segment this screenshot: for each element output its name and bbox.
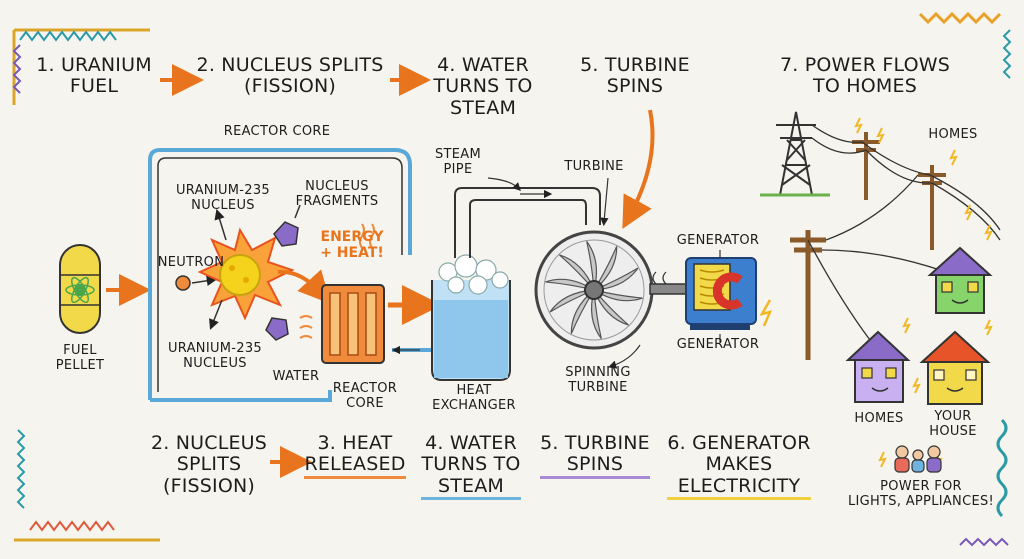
- house-icon: [845, 330, 911, 403]
- nucleus-fragment-icon: [273, 221, 299, 247]
- reactor-fuel-rods: [321, 284, 385, 364]
- energy-heat-label: ENERGY + HEAT!: [320, 229, 384, 261]
- nucleus-fragments-label: NUCLEUS FRAGMENTS: [295, 179, 379, 209]
- reactor-core-label: REACTOR CORE: [332, 381, 398, 411]
- step-label-power-flows: 7. POWER FLOWS TO HOMES: [779, 54, 951, 98]
- turbine-icon: [534, 230, 654, 350]
- homes-label: HOMES: [854, 411, 904, 426]
- bottom-step-turbine-spins: 5. TURBINE SPINS: [538, 432, 652, 479]
- step-label-water-steam: 4. WATER TURNS TO STEAM: [433, 54, 533, 119]
- transmission-tower-icon: [760, 111, 830, 197]
- heat-exchanger-label: HEAT EXCHANGER: [432, 383, 516, 413]
- family-icon: [894, 445, 942, 473]
- turbine-blade: [586, 240, 598, 291]
- bottom-step-heat-released: 3. HEAT RELEASED: [300, 432, 410, 479]
- turbine-label: TURBINE: [564, 159, 624, 174]
- reactor-core-title: REACTOR CORE: [223, 124, 331, 139]
- step-label-turbine-spins: 5. TURBINE SPINS: [580, 54, 690, 98]
- steam-pipe-label: STEAM PIPE: [434, 147, 482, 177]
- bottom-step-water-steam-text: 4. WATER TURNS TO STEAM: [421, 432, 521, 500]
- generator-label: GENERATOR: [676, 233, 760, 248]
- nucleus-fragment-icon: [265, 317, 289, 341]
- water-label: WATER: [272, 369, 320, 384]
- bottom-step-generator: 6. GENERATOR MAKES ELECTRICITY: [664, 432, 814, 500]
- fuel-pellet-icon: [59, 244, 101, 334]
- homes-label: HOMES: [928, 127, 978, 142]
- house-icon: [927, 246, 993, 314]
- utility-poles: [790, 124, 1001, 360]
- generator-label: GENERATOR: [676, 337, 760, 352]
- bottom-step-nucleus-splits: 2. NUCLEUS SPLITS (FISSION): [150, 432, 268, 497]
- corner-decoration-bottom-left: [14, 429, 160, 542]
- uranium-nucleus-label: URANIUM-235 NUCLEUS: [175, 183, 270, 213]
- reactor-core-outline: [148, 148, 412, 400]
- bottom-step-turbine-spins-text: 5. TURBINE SPINS: [540, 432, 650, 479]
- fission-explosion-icon: [197, 227, 295, 321]
- uranium-nucleus-label: URANIUM-235 NUCLEUS: [167, 341, 262, 371]
- turbine-blade: [593, 246, 618, 291]
- turbine-blade: [559, 254, 595, 291]
- flow-arrow: [622, 109, 655, 230]
- turbine-blade: [549, 289, 595, 313]
- fuel-pellet-label: FUEL PELLET: [55, 343, 105, 373]
- turbine-blade: [545, 278, 595, 291]
- turbine-blade: [593, 289, 643, 302]
- corner-decoration-top-right: [918, 11, 1012, 79]
- step-label-nucleus-splits: 2. NUCLEUS SPLITS (FISSION): [196, 54, 384, 98]
- corner-decoration-bottom-right: [959, 418, 1009, 547]
- turbine-blade: [590, 289, 602, 340]
- your-house-label: YOUR HOUSE: [929, 409, 977, 439]
- spinning-turbine-label: SPINNING TURBINE: [565, 365, 631, 395]
- turbine-blade: [570, 289, 595, 334]
- neutron-icon: [175, 275, 191, 291]
- bottom-step-generator-text: 6. GENERATOR MAKES ELECTRICITY: [667, 432, 811, 500]
- your-house-icon: [919, 330, 991, 405]
- generator-icon: [685, 257, 757, 330]
- neutron-label: NEUTRON: [157, 255, 225, 270]
- bottom-step-water-steam: 4. WATER TURNS TO STEAM: [416, 432, 526, 500]
- corner-decoration-top-left: [12, 28, 150, 105]
- steam-pipe: [454, 187, 601, 258]
- heat-exchanger-icon: [431, 254, 511, 381]
- power-for-label: POWER FOR LIGHTS, APPLIANCES!: [847, 479, 995, 509]
- turbine-blade: [593, 289, 629, 326]
- turbine-blade: [593, 267, 639, 291]
- bottom-step-heat-released-text: 3. HEAT RELEASED: [304, 432, 406, 479]
- step-label-uranium-fuel: 1. URANIUM FUEL: [36, 54, 152, 98]
